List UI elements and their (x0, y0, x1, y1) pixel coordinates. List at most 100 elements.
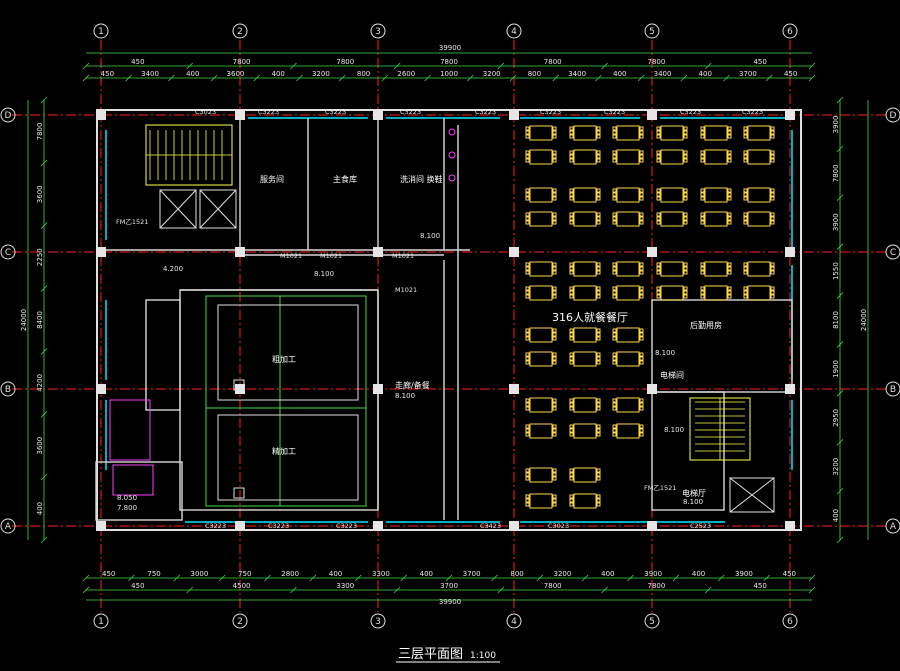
chair (569, 192, 574, 197)
chair (727, 188, 732, 193)
dining-table (573, 211, 597, 227)
chair (569, 406, 574, 411)
dim-bottom-row1-tick (128, 574, 135, 582)
chair (525, 360, 530, 365)
dim-top-row2-label: 2600 (397, 70, 415, 78)
dim-right-tick (836, 438, 844, 446)
column (235, 384, 245, 394)
chair (612, 150, 617, 155)
axis-bubble-top-6-label: 6 (787, 27, 793, 37)
chair (525, 498, 530, 503)
chair (569, 356, 574, 361)
dining-table (616, 261, 640, 277)
chair (525, 428, 530, 433)
chair (656, 262, 661, 267)
chair (596, 398, 601, 403)
dim-bottom-row1-tick (173, 574, 181, 582)
dim-left-label: 3600 (36, 437, 44, 455)
dining-table (529, 149, 553, 165)
chair (700, 216, 705, 221)
chair (525, 266, 530, 271)
axis-bubble-bottom-1-label: 1 (98, 617, 104, 627)
dining-table (573, 397, 597, 413)
column (785, 521, 795, 531)
axis-bubble-left-A-label: A (5, 522, 12, 532)
chair (639, 290, 644, 295)
chair (525, 216, 530, 221)
chair (683, 286, 688, 291)
chair (525, 212, 530, 217)
axis-bubble-right-C-label: C (890, 248, 896, 258)
chair (639, 402, 644, 407)
elevation-tag: 8.100 (395, 392, 415, 400)
dining-table (747, 211, 771, 227)
chair (727, 130, 732, 135)
room-label-staff-a: 服务间 (260, 174, 284, 184)
column (96, 384, 106, 394)
chair (612, 130, 617, 135)
chair (639, 270, 644, 275)
dim-bottom-row1-label: 3000 (191, 570, 209, 578)
chair (569, 196, 574, 201)
chair (569, 502, 574, 507)
dim-top-row2-label: 800 (357, 70, 370, 78)
chair (596, 134, 601, 139)
chair (552, 494, 557, 499)
dimension-chains (27, 52, 869, 601)
chair (639, 332, 644, 337)
door-tag: C3223 (268, 522, 289, 530)
chair (596, 494, 601, 499)
axis-bubble-bottom-4-label: 4 (511, 617, 517, 627)
chair (612, 134, 617, 139)
dining-table (704, 211, 728, 227)
chair (569, 158, 574, 163)
chair (700, 212, 705, 217)
chair (552, 134, 557, 139)
chair (596, 126, 601, 131)
chair (525, 494, 530, 499)
chair (727, 266, 732, 271)
chair (727, 150, 732, 155)
column (785, 110, 795, 120)
dim-bottom-row2-tick (290, 586, 297, 594)
dim-right-label: 1550 (832, 262, 840, 280)
chair (656, 154, 661, 159)
chair (683, 150, 688, 155)
chair (743, 134, 748, 139)
chair (552, 192, 557, 197)
dim-top-row2-label: 400 (699, 70, 712, 78)
dim-bottom-row1-label: 400 (329, 570, 342, 578)
chair (525, 472, 530, 477)
chair (639, 398, 644, 403)
dim-top-row2-tick (125, 74, 132, 82)
dim-left-label: 8400 (36, 311, 44, 329)
door-tag: C3223 (400, 108, 421, 116)
chair (743, 196, 748, 201)
chair (552, 196, 557, 201)
dining-table (616, 351, 640, 367)
chair (639, 328, 644, 333)
chair (596, 468, 601, 473)
dim-top-row2-tick (210, 74, 218, 82)
chair (770, 262, 775, 267)
dim-bottom-row1-label: 3900 (644, 570, 662, 578)
chair (525, 196, 530, 201)
room-label-corridor: 走廊/备餐 (395, 380, 430, 390)
dim-bottom-row1-label: 400 (692, 570, 705, 578)
chair (552, 398, 557, 403)
chair (596, 154, 601, 159)
dining-table (616, 125, 640, 141)
dim-bottom-row2-label: 450 (753, 582, 766, 590)
chair (770, 188, 775, 193)
axis-bubble-bottom-5-label: 5 (649, 617, 655, 627)
chair (683, 130, 688, 135)
dim-bottom-row1-label: 400 (420, 570, 433, 578)
dim-right-label: 7800 (832, 164, 840, 182)
chair (683, 196, 688, 201)
chair (596, 270, 601, 275)
chair (552, 286, 557, 291)
chair (639, 188, 644, 193)
chair (525, 130, 530, 135)
column (373, 110, 383, 120)
